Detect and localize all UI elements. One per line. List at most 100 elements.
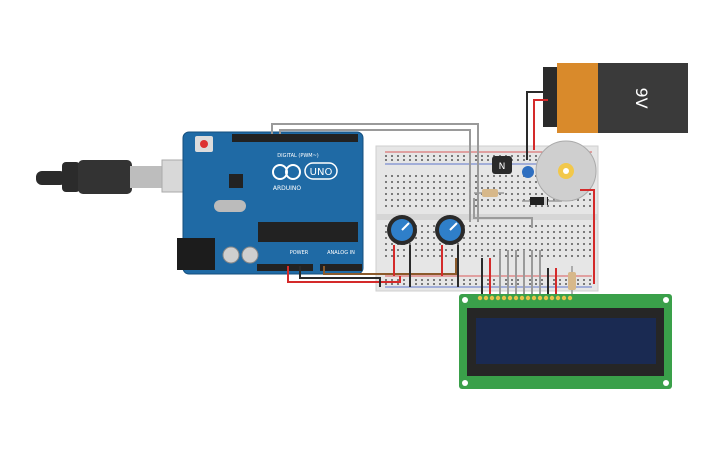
breadboard-hole xyxy=(481,237,483,239)
breadboard-hole xyxy=(499,181,501,183)
breadboard-hole xyxy=(397,175,399,177)
breadboard-hole xyxy=(589,249,591,251)
breadboard-hole xyxy=(547,205,549,207)
breadboard-hole xyxy=(421,175,423,177)
breadboard-hole xyxy=(547,243,549,245)
breadboard-hole xyxy=(505,237,507,239)
breadboard-hole xyxy=(481,205,483,207)
motor-capacitor xyxy=(522,166,534,178)
dc-motor xyxy=(522,140,597,202)
breadboard-hole xyxy=(511,255,513,257)
breadboard-hole xyxy=(391,243,393,245)
breadboard-hole xyxy=(397,199,399,201)
breadboard-hole xyxy=(559,205,561,207)
lcd-pin xyxy=(525,295,531,301)
breadboard-hole xyxy=(541,243,543,245)
transistor: N xyxy=(492,156,512,174)
breadboard-hole xyxy=(493,283,495,285)
breadboard-hole xyxy=(439,187,441,189)
breadboard-hole xyxy=(445,283,447,285)
breadboard-hole xyxy=(433,237,435,239)
breadboard-hole xyxy=(445,181,447,183)
breadboard-hole xyxy=(409,243,411,245)
breadboard-hole xyxy=(553,255,555,257)
breadboard-hole xyxy=(505,243,507,245)
breadboard-hole xyxy=(565,283,567,285)
breadboard-hole xyxy=(493,231,495,233)
breadboard-hole xyxy=(445,187,447,189)
breadboard-hole xyxy=(421,231,423,233)
breadboard-hole xyxy=(403,199,405,201)
breadboard-hole xyxy=(511,249,513,251)
breadboard-hole xyxy=(559,279,561,281)
breadboard-hole xyxy=(469,225,471,227)
breadboard-hole xyxy=(469,237,471,239)
breadboard-hole xyxy=(493,155,495,157)
breadboard-hole xyxy=(571,231,573,233)
breadboard-hole xyxy=(427,205,429,207)
breadboard-hole xyxy=(487,279,489,281)
analog-header-label: ANALOG IN xyxy=(327,250,355,256)
breadboard-hole xyxy=(421,199,423,201)
lcd-pin xyxy=(495,295,501,301)
breadboard-hole xyxy=(553,225,555,227)
breadboard-hole xyxy=(589,231,591,233)
breadboard-hole xyxy=(397,181,399,183)
lcd-pin xyxy=(561,295,567,301)
breadboard-hole xyxy=(463,155,465,157)
breadboard-hole xyxy=(499,205,501,207)
breadboard-hole xyxy=(583,205,585,207)
breadboard-hole xyxy=(415,155,417,157)
breadboard-hole xyxy=(505,205,507,207)
breadboard-hole xyxy=(535,237,537,239)
breadboard-hole xyxy=(517,175,519,177)
breadboard-hole xyxy=(451,159,453,161)
breadboard-hole xyxy=(391,249,393,251)
breadboard-hole xyxy=(577,243,579,245)
potentiometer-2 xyxy=(435,215,465,245)
breadboard-hole xyxy=(535,181,537,183)
breadboard-hole xyxy=(469,249,471,251)
breadboard-hole xyxy=(487,159,489,161)
breadboard-hole xyxy=(397,255,399,257)
breadboard-hole xyxy=(421,279,423,281)
diode xyxy=(522,197,562,205)
breadboard-hole xyxy=(511,283,513,285)
breadboard-hole xyxy=(577,199,579,201)
breadboard-hole xyxy=(583,283,585,285)
breadboard-hole xyxy=(421,159,423,161)
breadboard-hole xyxy=(523,155,525,157)
breadboard-hole xyxy=(391,283,393,285)
breadboard-hole xyxy=(427,231,429,233)
breadboard-hole xyxy=(589,255,591,257)
breadboard-hole xyxy=(445,175,447,177)
breadboard-hole xyxy=(397,193,399,195)
breadboard-hole xyxy=(385,243,387,245)
breadboard-hole xyxy=(487,175,489,177)
breadboard-hole xyxy=(505,225,507,227)
breadboard-hole xyxy=(505,181,507,183)
breadboard-hole xyxy=(433,159,435,161)
breadboard-hole xyxy=(577,231,579,233)
breadboard-hole xyxy=(463,193,465,195)
power-jack xyxy=(177,238,215,270)
lcd-16x2 xyxy=(459,294,672,389)
breadboard-hole xyxy=(409,205,411,207)
breadboard-hole xyxy=(481,175,483,177)
breadboard-hole xyxy=(583,199,585,201)
breadboard-hole xyxy=(391,155,393,157)
breadboard-hole xyxy=(559,243,561,245)
breadboard-hole xyxy=(433,199,435,201)
breadboard-hole xyxy=(523,225,525,227)
breadboard-hole xyxy=(511,155,513,157)
breadboard-hole xyxy=(559,225,561,227)
breadboard-hole xyxy=(511,193,513,195)
breadboard-hole xyxy=(439,199,441,201)
breadboard-hole xyxy=(391,193,393,195)
breadboard-hole xyxy=(397,187,399,189)
breadboard-hole xyxy=(529,181,531,183)
breadboard-hole xyxy=(391,255,393,257)
lcd-pin xyxy=(555,295,561,301)
breadboard-hole xyxy=(481,187,483,189)
breadboard-hole xyxy=(517,283,519,285)
